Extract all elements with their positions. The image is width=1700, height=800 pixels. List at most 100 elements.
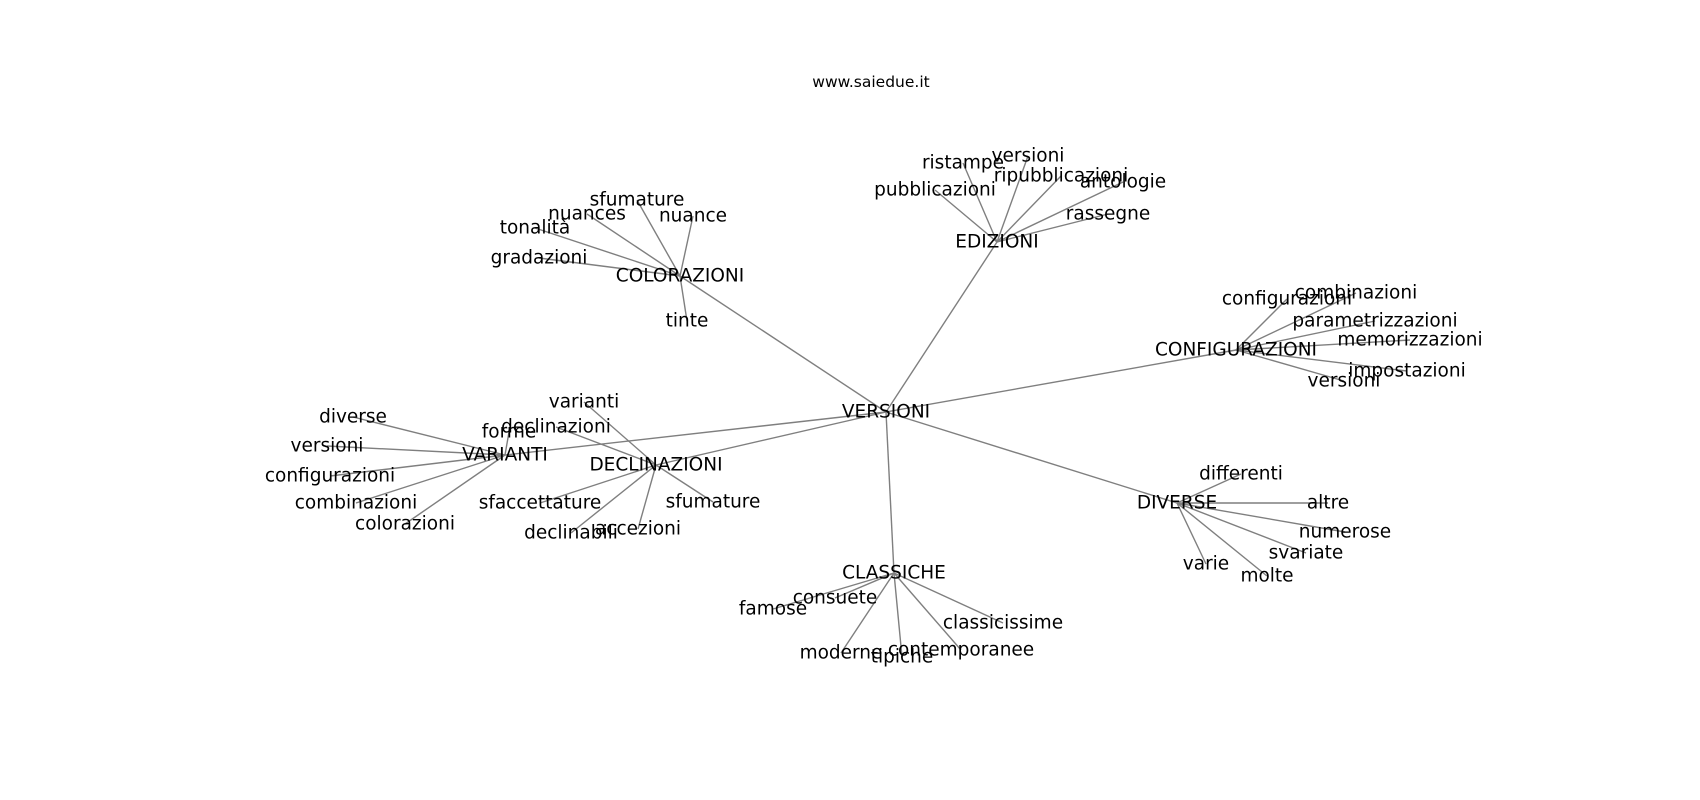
edge-configurazioni-impostazioni bbox=[1235, 349, 1408, 372]
hub-node-diverse: DIVERSE bbox=[1137, 493, 1217, 514]
leaf-node-colorazioni-gradazioni: gradazioni bbox=[491, 248, 588, 269]
edge-diverse-svariate bbox=[1176, 502, 1307, 554]
edge-colorazioni-nuances bbox=[586, 213, 681, 277]
leaf-node-configurazioni-configurazioni: configurazioni bbox=[1222, 289, 1352, 310]
edge-varianti-forme bbox=[504, 431, 510, 456]
leaf-node-edizioni-ristampe: ristampe bbox=[922, 153, 1004, 174]
edge-root-classiche bbox=[885, 411, 895, 574]
leaf-node-diverse-molte: molte bbox=[1240, 566, 1293, 587]
edge-classiche-consuete bbox=[834, 572, 895, 599]
leaf-node-declinazioni-declinazioni: declinazioni bbox=[501, 417, 611, 438]
leaf-node-configurazioni-combinazioni: combinazioni bbox=[1295, 283, 1418, 304]
site-label: www.saiedue.it bbox=[812, 73, 929, 91]
leaf-node-colorazioni-tinte: tinte bbox=[666, 311, 709, 332]
edge-root-configurazioni bbox=[885, 349, 1237, 413]
edge-root-declinazioni bbox=[655, 411, 887, 466]
edge-diverse-numerose bbox=[1176, 502, 1346, 533]
edge-diverse-differenti bbox=[1176, 473, 1242, 504]
edge-classiche-famose bbox=[772, 572, 895, 610]
edge-classiche-contemporanee bbox=[893, 572, 962, 651]
leaf-node-diverse-varie: varie bbox=[1183, 554, 1229, 575]
edge-varianti-versioni bbox=[326, 445, 506, 456]
leaf-node-classiche-consuete: consuete bbox=[793, 588, 878, 609]
edge-classiche-moderne bbox=[840, 572, 895, 654]
leaf-node-diverse-numerose: numerose bbox=[1299, 522, 1391, 543]
hub-node-classiche: CLASSICHE bbox=[842, 563, 946, 584]
edge-declinazioni-sfaccettature bbox=[539, 464, 657, 504]
edge-colorazioni-gradazioni bbox=[538, 257, 681, 277]
leaf-node-varianti-diverse: diverse bbox=[319, 407, 387, 428]
edge-edizioni-antologie bbox=[996, 181, 1124, 243]
hub-node-colorazioni: COLORAZIONI bbox=[616, 266, 744, 287]
leaf-node-edizioni-rassegne: rassegne bbox=[1066, 204, 1150, 225]
edge-root-varianti bbox=[504, 411, 887, 456]
leaf-node-declinazioni-sfaccettature: sfaccettature bbox=[479, 493, 602, 514]
edge-root-diverse bbox=[885, 411, 1178, 504]
hub-node-edizioni: EDIZIONI bbox=[955, 232, 1038, 253]
leaf-node-classiche-tipiche: tipiche bbox=[871, 647, 934, 668]
edge-varianti-combinazioni bbox=[355, 454, 506, 504]
leaf-node-declinazioni-sfumature: sfumature bbox=[666, 492, 761, 513]
edge-colorazioni-sfumature bbox=[636, 199, 681, 277]
leaf-node-edizioni-antologie: antologie bbox=[1080, 172, 1166, 193]
edge-edizioni-pubblicazioni bbox=[934, 189, 998, 243]
edge-varianti-colorazioni bbox=[404, 454, 506, 525]
leaf-node-declinazioni-declinabili: declinabili bbox=[524, 523, 618, 544]
edge-colorazioni-tonalita bbox=[534, 227, 681, 277]
leaf-node-edizioni-pubblicazioni: pubblicazioni bbox=[874, 180, 996, 201]
leaf-node-configurazioni-parametrizzazioni: parametrizzazioni bbox=[1292, 311, 1457, 332]
edge-configurazioni-memorizzazioni bbox=[1235, 339, 1411, 351]
leaf-node-varianti-combinazioni: combinazioni bbox=[295, 493, 418, 514]
edge-edizioni-versioni bbox=[996, 155, 1029, 243]
edge-root-colorazioni bbox=[679, 275, 887, 413]
edge-diverse-varie bbox=[1176, 502, 1207, 565]
edge-configurazioni-parametrizzazioni bbox=[1235, 320, 1376, 351]
edge-configurazioni-versioni bbox=[1235, 349, 1345, 382]
edge-diverse-molte bbox=[1176, 502, 1268, 577]
leaf-node-edizioni-ripubblicazioni: ripubblicazioni bbox=[994, 166, 1129, 187]
edge-root-edizioni bbox=[885, 241, 998, 413]
edge-varianti-configurazioni bbox=[329, 454, 506, 477]
leaf-node-varianti-versioni: versioni bbox=[291, 436, 364, 457]
leaf-node-classiche-classicissime: classicissime bbox=[943, 613, 1063, 634]
leaf-node-configurazioni-versioni: versioni bbox=[1308, 371, 1381, 392]
leaf-node-declinazioni-varianti: varianti bbox=[549, 392, 620, 413]
leaf-node-colorazioni-nuance: nuance bbox=[659, 206, 727, 227]
edge-classiche-tipiche bbox=[893, 572, 903, 658]
edge-colorazioni-nuance bbox=[679, 215, 694, 277]
leaf-node-classiche-contemporanee: contemporanee bbox=[888, 640, 1034, 661]
leaf-node-configurazioni-impostazioni: impostazioni bbox=[1348, 361, 1466, 382]
leaf-node-classiche-famose: famose bbox=[739, 599, 807, 620]
leaf-node-classiche-moderne: moderne bbox=[800, 643, 883, 664]
edge-colorazioni-tinte bbox=[679, 275, 688, 322]
hub-node-declinazioni: DECLINAZIONI bbox=[589, 455, 722, 476]
root-node-label: VERSIONI bbox=[842, 402, 930, 423]
edge-declinazioni-accezioni bbox=[637, 464, 657, 530]
leaf-node-edizioni-versioni: versioni bbox=[992, 146, 1065, 167]
leaf-node-diverse-altre: altre bbox=[1307, 493, 1349, 514]
edge-edizioni-ristampe bbox=[962, 162, 998, 243]
leaf-node-varianti-colorazioni: colorazioni bbox=[355, 514, 455, 535]
edge-edizioni-ripubblicazioni bbox=[996, 175, 1062, 243]
edge-configurazioni-combinazioni bbox=[1235, 292, 1357, 351]
edge-classiche-classicissime bbox=[893, 572, 1004, 624]
leaf-node-colorazioni-tonalita: tonalità bbox=[500, 218, 571, 239]
hub-node-varianti: VARIANTI bbox=[462, 445, 548, 466]
leaf-node-varianti-configurazioni: configurazioni bbox=[265, 466, 395, 487]
leaf-node-diverse-svariate: svariate bbox=[1269, 543, 1344, 564]
edge-configurazioni-configurazioni bbox=[1235, 298, 1288, 351]
leaf-node-declinazioni-accezioni: accezioni bbox=[595, 519, 681, 540]
graph-labels: VERSIONIEDIZIONIristampeversioniripubbli… bbox=[265, 146, 1483, 668]
edge-declinazioni-varianti bbox=[583, 401, 657, 466]
edge-varianti-diverse bbox=[352, 416, 506, 456]
hub-node-configurazioni: CONFIGURAZIONI bbox=[1155, 340, 1317, 361]
edge-declinazioni-declinazioni bbox=[555, 426, 657, 466]
leaf-node-diverse-differenti: differenti bbox=[1199, 464, 1283, 485]
leaf-node-colorazioni-sfumature: sfumature bbox=[590, 190, 685, 211]
graph-edges bbox=[326, 155, 1411, 658]
edge-declinazioni-declinabili bbox=[570, 464, 657, 534]
edge-edizioni-rassegne bbox=[996, 213, 1109, 243]
leaf-node-configurazioni-memorizzazioni: memorizzazioni bbox=[1337, 330, 1482, 351]
edge-declinazioni-sfumature bbox=[655, 464, 714, 503]
